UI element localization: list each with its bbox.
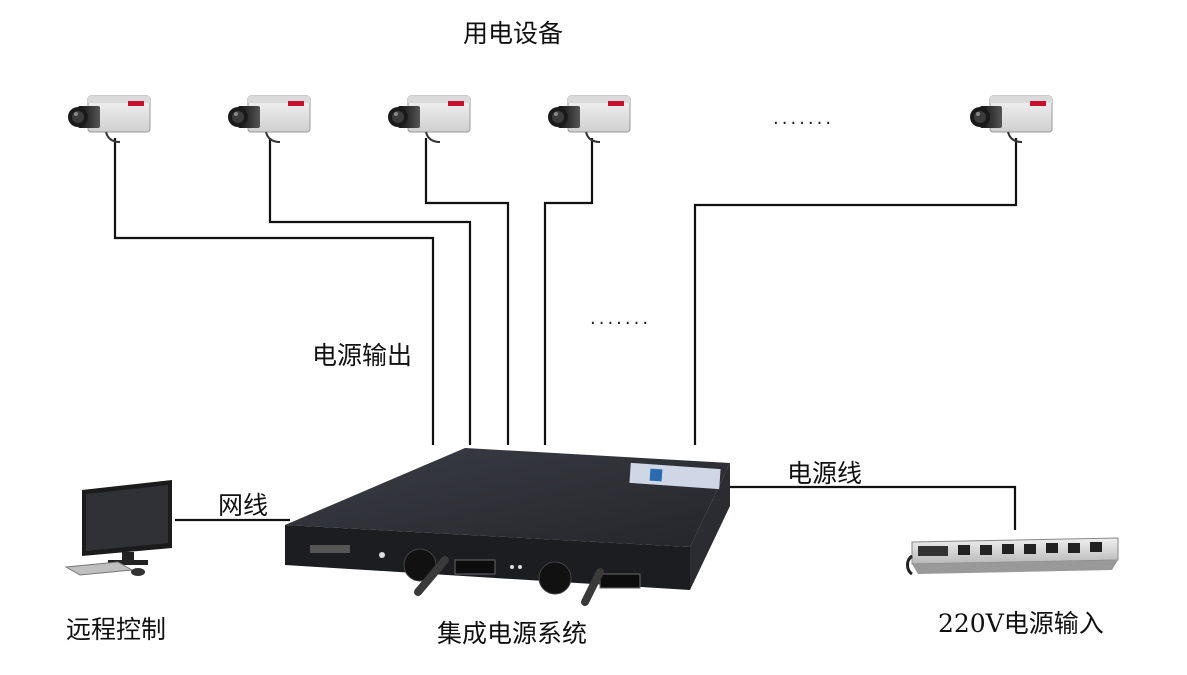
devices-title: 用电设备 [463, 19, 564, 48]
camera-icon [67, 95, 151, 143]
more-lines-ellipsis: ....... [590, 308, 652, 329]
line-device-5 [693, 138, 1018, 445]
computer-monitor-icon [64, 480, 172, 576]
connection-lines [113, 138, 1018, 530]
power-input-label: 220V电源输入 [938, 609, 1104, 638]
camera-icon [969, 95, 1053, 143]
line-device-3 [424, 138, 510, 445]
power-cable-label: 电源线 [787, 459, 863, 488]
more-devices-ellipsis: ....... [773, 108, 835, 129]
camera-icon [227, 95, 311, 143]
remote-control-label: 远程控制 [66, 615, 167, 644]
network-cable-label: 网线 [218, 491, 269, 520]
power-strip-icon [906, 537, 1119, 576]
line-device-2 [268, 138, 472, 445]
power-output-label: 电源输出 [312, 341, 413, 370]
line-device-4 [543, 138, 594, 445]
integrated-power-system-label: 集成电源系统 [437, 619, 588, 648]
power-system-unit-icon [285, 448, 730, 606]
camera-icon [387, 95, 471, 143]
line-device-1 [113, 138, 435, 445]
line-power-cable [722, 485, 1017, 530]
camera-icon [547, 95, 631, 143]
